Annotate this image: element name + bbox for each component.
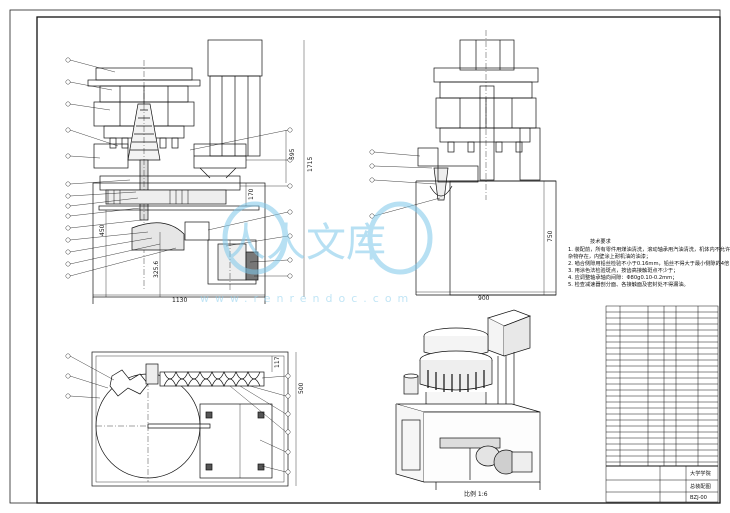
- notes-line-3: 2. 啮合侧隙用铅丝检验不小于0.16mm，铅丝不得大于最小侧隙的4倍；: [568, 259, 730, 267]
- front-view: [87, 39, 305, 304]
- dim-side-height: 750: [547, 230, 554, 242]
- iso-caption: 比例 1:6: [464, 490, 488, 498]
- dim-side-width: 900: [478, 295, 490, 302]
- side-leaders: [369, 149, 441, 219]
- isometric-view: [395, 309, 541, 490]
- notes-line-6: 5. 检查减速器剖分面、各接触面及密封处不得漏油。: [568, 280, 689, 288]
- watermark-url: www.renrendoc.com: [200, 292, 414, 305]
- notes-title: 技术要求: [590, 237, 612, 245]
- watermark: 人人文库 www.renrendoc.com: [200, 201, 433, 305]
- dim-overall-height: 1715: [307, 157, 314, 172]
- plan-leaders: [65, 353, 291, 475]
- notes-line-5: 4. 应调整轴承轴向间隙：Φ80g0.10-0.2mm；: [568, 273, 677, 281]
- front-leaders-left: [65, 57, 177, 279]
- watermark-logo-circle-right: [367, 201, 433, 275]
- watermark-brand: 人人文库: [226, 220, 386, 266]
- title-block-drawing-name: 总装配图: [690, 482, 711, 490]
- dim-front-width: 1130: [172, 297, 187, 304]
- title-block-drawing-no: BZJ-00: [690, 495, 707, 501]
- plan-view: [91, 351, 297, 487]
- dim-upper-height: 595: [289, 148, 296, 160]
- motor-top: [207, 39, 263, 77]
- notes-line-1: 1. 装配前，所有零件用煤油清洗，滚动轴承用汽油清洗，机体内不允许有: [568, 245, 730, 253]
- notes-line-4: 3. 用涂色法检验斑点，按齿高接触斑点不少于；: [568, 266, 678, 274]
- nozzle-row-front: [109, 137, 179, 149]
- inner-frame: [36, 16, 721, 504]
- nozzle-row-side: [447, 141, 523, 153]
- technical-requirements: 技术要求 1. 装配前，所有零件用煤油清洗，滚动轴承用汽油清洗，机体内不允许有 …: [568, 237, 730, 288]
- dim-lower-height: 450: [99, 224, 106, 236]
- screw-conveyor: [159, 371, 265, 387]
- dim-shaft-height: 325.6: [153, 261, 160, 278]
- bom-row-lines: [606, 311, 718, 463]
- bill-of-materials: [605, 305, 719, 503]
- dim-plan-depth: 500: [298, 382, 305, 394]
- notes-line-2: 杂物存在，内壁涂上耐机油的油漆；: [568, 252, 651, 260]
- dim-mid-height: 170: [248, 188, 255, 200]
- dim-plan-offset: 117: [274, 356, 281, 368]
- side-view: [415, 30, 557, 296]
- watermark-logo-circle-left: [222, 201, 288, 275]
- title-block-school: 大学学院: [690, 469, 712, 477]
